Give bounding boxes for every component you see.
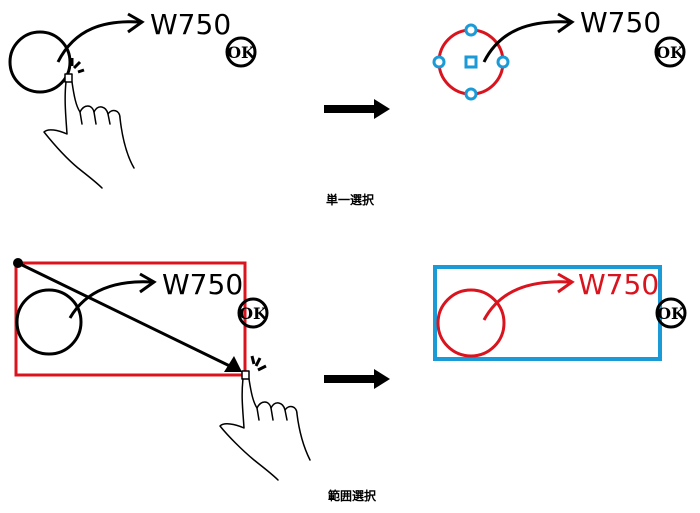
leader-arrow [56,20,141,63]
dimension-label: W750 [578,268,659,301]
panel-single-before: W750 OK [8,8,257,189]
circle-shape-selected [436,288,506,358]
dimension-label: W750 [150,8,231,41]
drag-arrowhead [224,356,242,372]
handle-bottom [464,87,478,101]
panel-range-after: W750 OK [433,265,687,361]
drag-line [17,261,239,372]
handle-left [432,55,446,69]
hand-pointer-icon [43,73,135,189]
tap-marks [70,58,85,74]
arrowhead [127,12,145,34]
caption-range-select: 範囲選択 [328,488,377,503]
ok-badge-text: OK [656,43,685,62]
leader-arrow [68,280,153,319]
ok-badge [225,36,257,68]
ok-badge-text: OK [227,43,256,62]
ok-badge [655,297,687,329]
leader-arrow [482,20,571,63]
dimension-label: W750 [580,6,661,39]
handle-center [464,55,478,69]
ok-badge [654,36,686,68]
ok-badge [237,297,269,329]
selection-handles [432,23,510,101]
selection-bounding-box [433,265,662,361]
handle-right [496,55,510,69]
arrowhead [557,272,575,294]
arrowhead [139,272,157,294]
dimension-label: W750 [162,268,243,301]
panel-range-before: W750 OK [13,258,311,481]
hand-pointer-icon [219,370,311,481]
ok-badge-text: OK [657,304,686,323]
circle-shape [8,30,72,94]
ok-badge-text: OK [239,304,268,323]
caption-single-select: 単一選択 [326,192,375,207]
circle-shape [15,288,83,356]
leader-arrow [482,280,571,321]
tap-marks [250,355,267,372]
transition-arrow [324,99,390,119]
panel-single-after: W750 OK [432,6,686,101]
arrowhead [557,12,575,34]
handle-top [464,23,478,37]
transition-arrow [324,369,390,389]
